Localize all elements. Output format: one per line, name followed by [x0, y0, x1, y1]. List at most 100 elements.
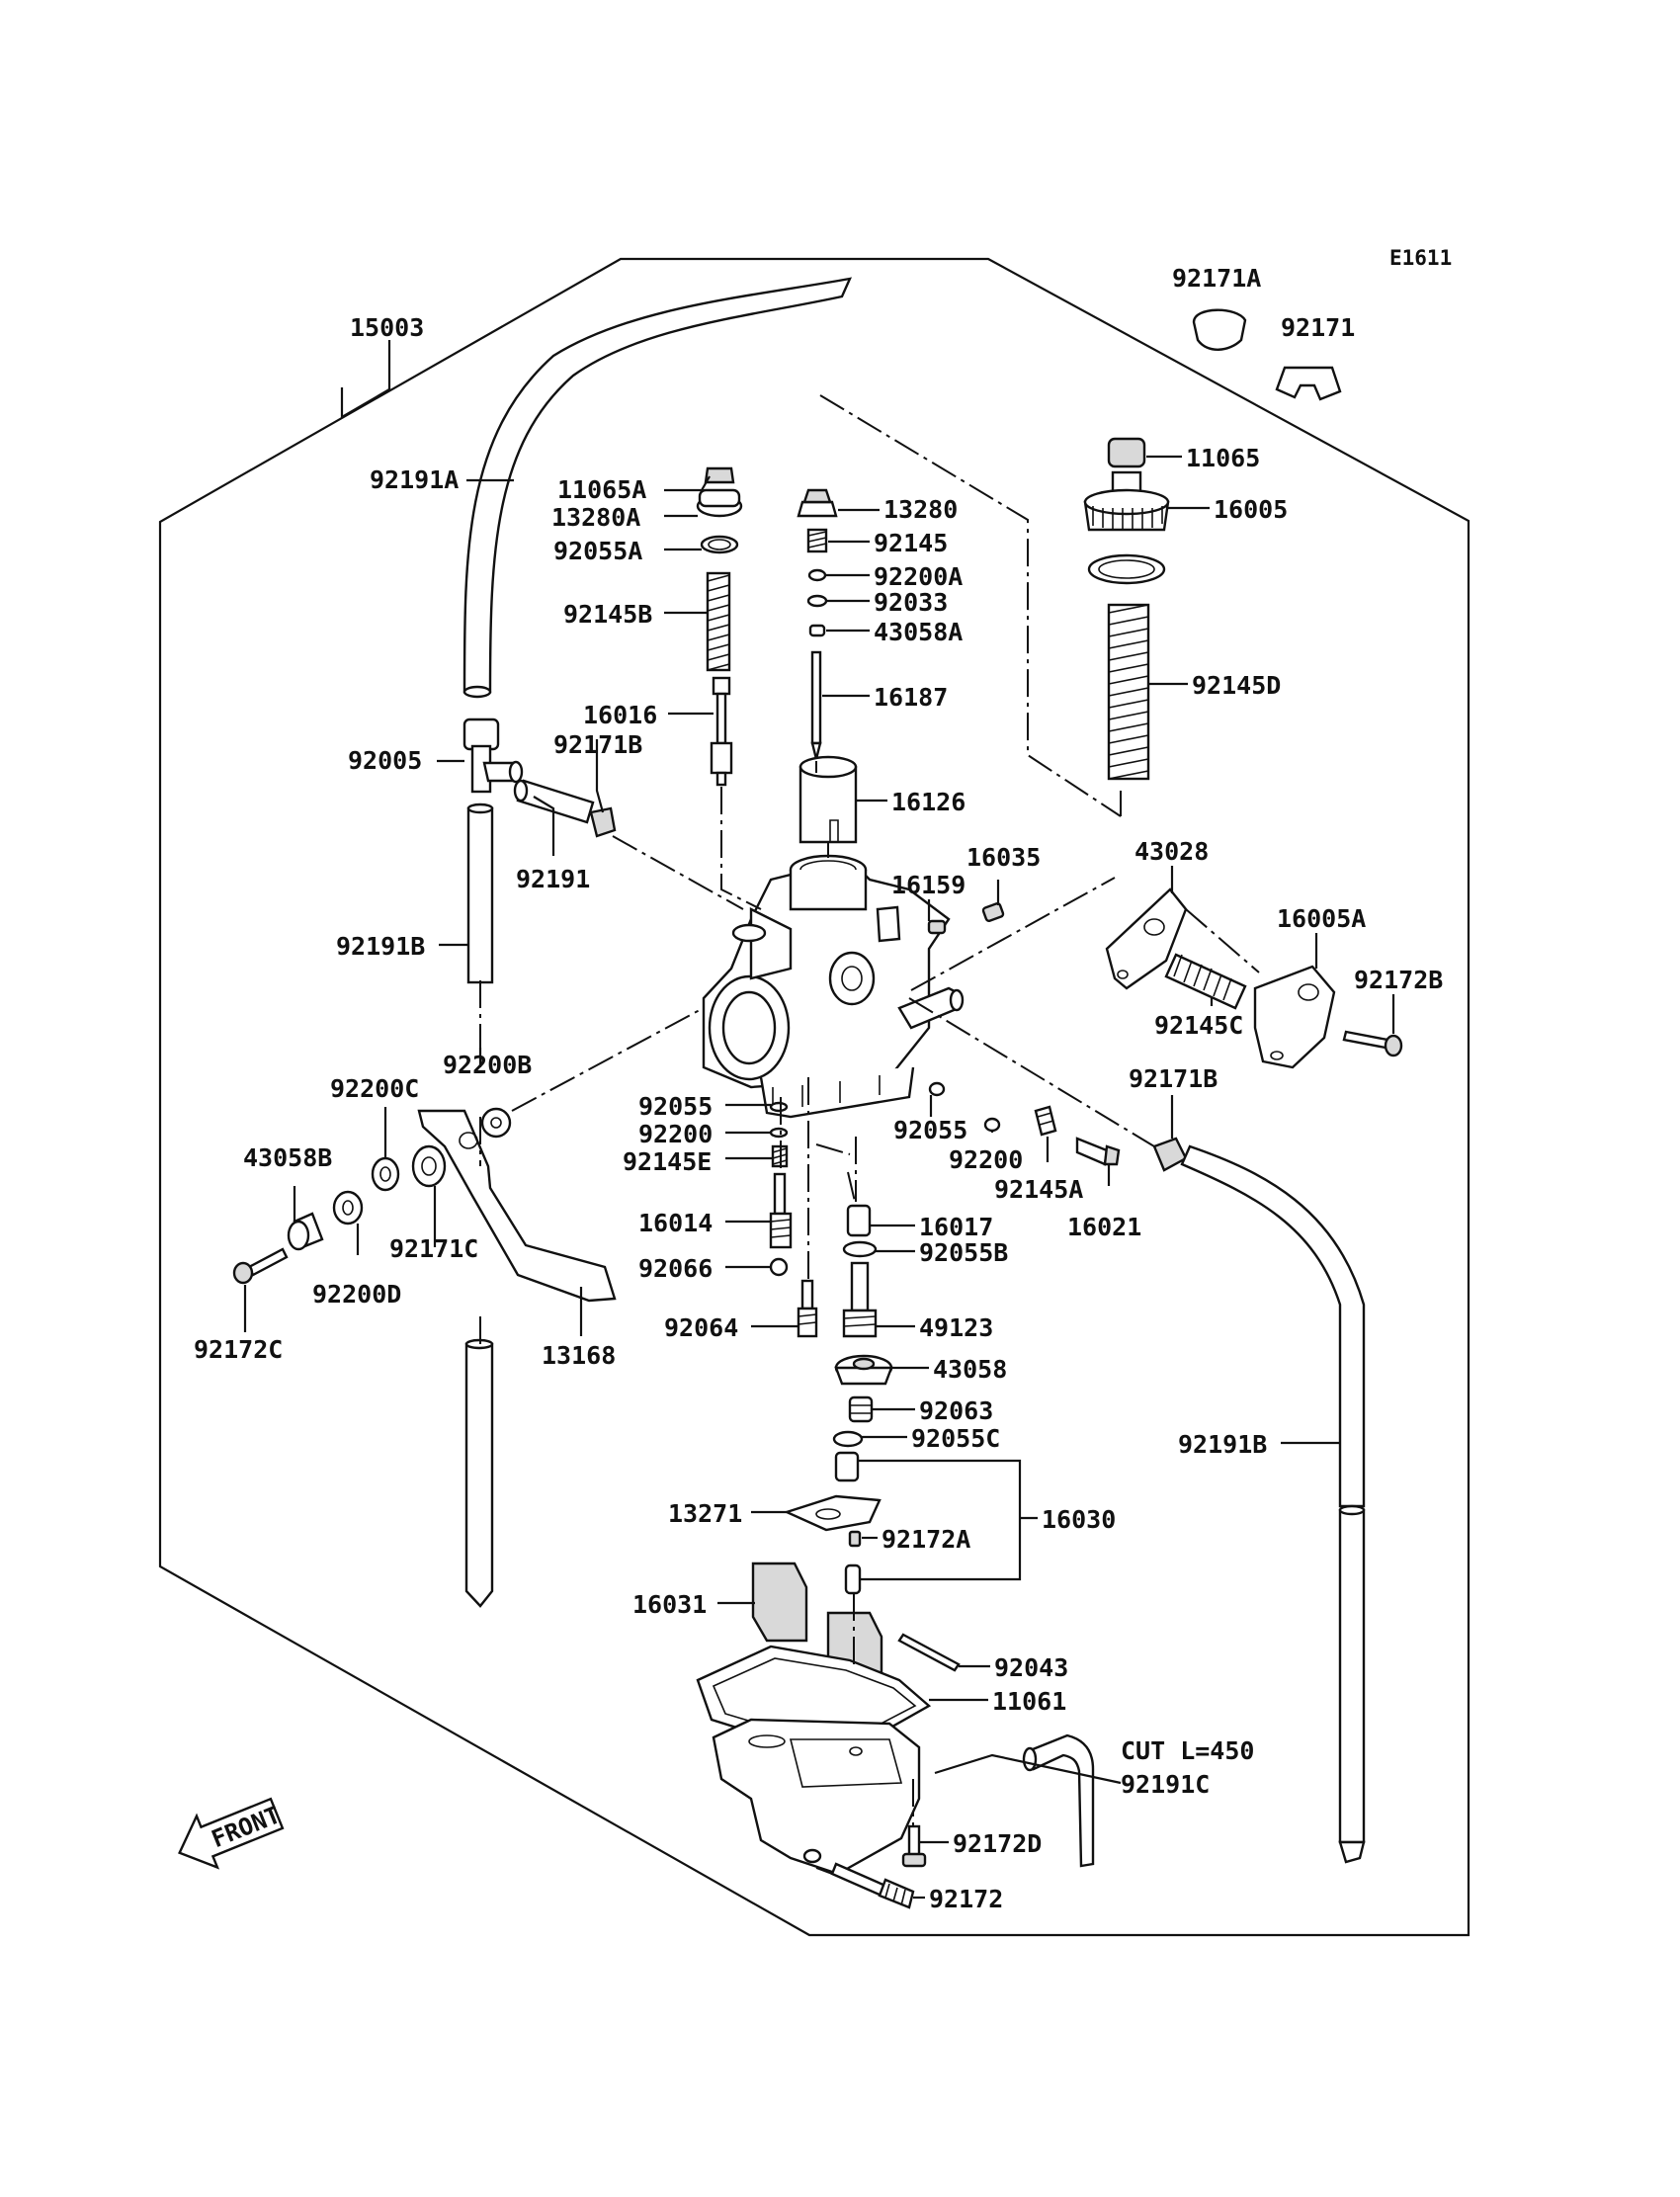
clip-92033 — [806, 594, 828, 608]
cover-43028 — [1105, 887, 1188, 990]
label-92145D: 92145D — [1192, 671, 1281, 700]
seat-43058A — [808, 624, 826, 637]
label-92172: 92172 — [929, 1885, 1003, 1913]
holder-16017 — [846, 1204, 872, 1237]
collar-92171C — [411, 1144, 447, 1188]
label-92145B: 92145B — [563, 600, 652, 629]
tube-short — [513, 779, 595, 824]
oring-92055B — [842, 1240, 878, 1258]
label-16126: 16126 — [891, 788, 966, 816]
label-16187: 16187 — [874, 683, 948, 712]
guide-jet — [780, 1077, 857, 1281]
pin-92043 — [897, 1633, 961, 1672]
guide-plunger — [720, 787, 762, 910]
label-92055-right: 92055 — [893, 1116, 967, 1144]
jet-92063 — [848, 1395, 874, 1423]
label-92172D: 92172D — [953, 1829, 1042, 1858]
spring-92145C — [1164, 953, 1247, 1010]
needle-16187 — [810, 650, 822, 760]
label-92191: 92191 — [516, 865, 590, 893]
label-92055-left: 92055 — [638, 1092, 713, 1121]
label-92145E: 92145E — [623, 1147, 712, 1176]
label-13280A: 13280A — [551, 503, 640, 532]
label-13280: 13280 — [883, 495, 958, 524]
screw-92172C — [232, 1247, 289, 1285]
label-92191C: 92191C — [1121, 1770, 1210, 1799]
label-92200B: 92200B — [443, 1051, 532, 1079]
cap-11065 — [1107, 437, 1146, 468]
seat-43058 — [834, 1354, 893, 1386]
spring-92145D — [1107, 603, 1150, 781]
label-13168: 13168 — [542, 1341, 616, 1370]
label-92064: 92064 — [664, 1313, 738, 1342]
guide-right-plate — [910, 877, 1260, 991]
oring-92055C — [832, 1430, 864, 1448]
clamp-92171 — [1275, 366, 1342, 401]
slide-16126 — [798, 755, 858, 844]
washer-92200C — [371, 1156, 400, 1192]
label-92055C: 92055C — [911, 1424, 1000, 1453]
screw-92145A — [1034, 1105, 1057, 1137]
valve-seat-16030 — [834, 1451, 860, 1482]
needle-jet-49123 — [842, 1261, 878, 1338]
label-92005: 92005 — [348, 746, 422, 775]
washer-92200B — [480, 1107, 512, 1139]
part-labels: E1611 CUT L=450 15003 92171A 92171 92191… — [194, 246, 1452, 1913]
screw-16035 — [981, 901, 1005, 923]
label-16021: 16021 — [1067, 1213, 1141, 1241]
label-16035: 16035 — [966, 843, 1041, 872]
jet-16014 — [769, 1172, 793, 1249]
lever-16005A — [1253, 965, 1336, 1069]
guide-left-bracket — [511, 1009, 701, 1112]
ring-92200A — [807, 568, 827, 582]
label-92172B: 92172B — [1354, 966, 1443, 994]
leader-lines — [243, 340, 1395, 1900]
label-16030: 16030 — [1042, 1505, 1116, 1534]
screw-92064 — [797, 1279, 818, 1338]
cap-11065A — [704, 466, 735, 484]
label-92171B-right: 92171B — [1129, 1064, 1218, 1093]
label-92191B-right: 92191B — [1178, 1430, 1267, 1459]
screw-92172D — [901, 1824, 927, 1868]
jet-16159 — [927, 919, 947, 935]
label-92200D: 92200D — [312, 1280, 401, 1309]
washer-92055-left — [769, 1101, 789, 1113]
label-92145A: 92145A — [994, 1175, 1083, 1204]
guide-throttle-stop — [908, 997, 1155, 1147]
label-92191B-left: 92191B — [336, 932, 425, 961]
diagram-code: E1611 — [1389, 246, 1452, 270]
tee-joint — [462, 718, 524, 794]
label-92055B: 92055B — [919, 1238, 1008, 1267]
guide-needle — [815, 761, 829, 858]
ring-92200-right — [983, 1117, 1001, 1133]
label-92055A: 92055A — [553, 537, 642, 565]
tube-92191B-left — [466, 803, 494, 984]
label-92200-left: 92200 — [638, 1120, 713, 1148]
diagram-frame — [158, 257, 1470, 1937]
label-11061: 11061 — [992, 1687, 1066, 1716]
label-16159: 16159 — [891, 871, 966, 899]
needle-valve — [844, 1563, 862, 1595]
label-92191A: 92191A — [370, 465, 459, 494]
tube-92191B-right — [1180, 1144, 1366, 1864]
clamp-92171A — [1192, 308, 1247, 351]
label-43058: 43058 — [933, 1355, 1007, 1384]
label-92200A: 92200A — [874, 562, 963, 591]
label-92033: 92033 — [874, 588, 948, 617]
label-92172C: 92172C — [194, 1335, 283, 1364]
seal-ring — [1087, 553, 1166, 585]
label-92066: 92066 — [638, 1254, 713, 1283]
carburetor-body — [702, 854, 965, 1119]
ring-92200-left — [769, 1127, 789, 1139]
bracket-13168 — [417, 1109, 617, 1303]
washer-92055-right — [928, 1081, 946, 1097]
label-92200C: 92200C — [330, 1074, 419, 1103]
label-16005: 16005 — [1214, 495, 1288, 524]
label-92171C: 92171C — [389, 1234, 478, 1263]
label-92063: 92063 — [919, 1396, 993, 1425]
guide-tee — [612, 835, 744, 910]
screw-92172B — [1342, 1030, 1403, 1057]
float-bowl — [712, 1718, 921, 1876]
guide-mainjet — [815, 1137, 857, 1202]
